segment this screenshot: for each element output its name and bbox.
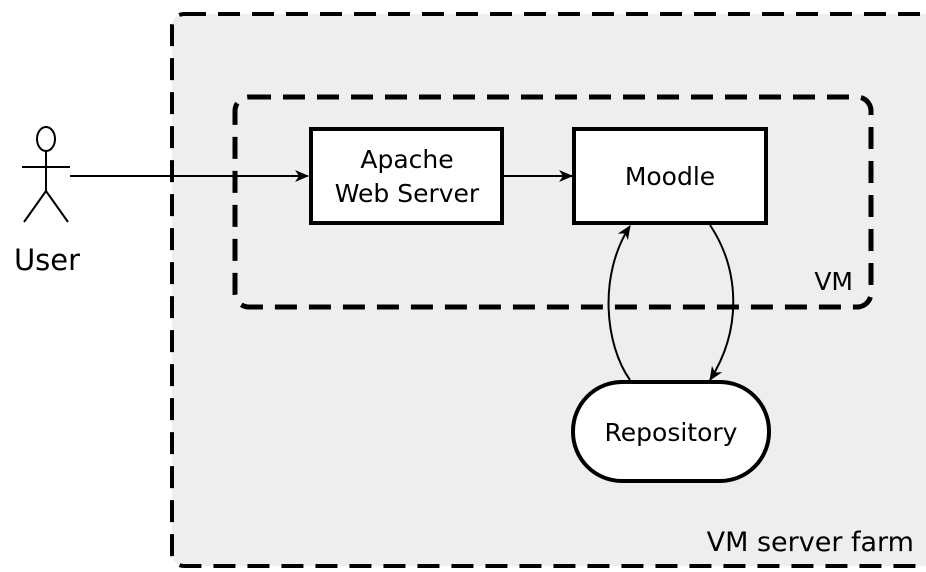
repository-label: Repository: [605, 418, 738, 447]
moodle-to-repository-arrow: [709, 224, 735, 381]
apache-label-line1: Apache: [360, 145, 453, 174]
moodle-label: Moodle: [625, 162, 715, 191]
moodle-node: Moodle: [572, 127, 768, 225]
user-actor: [22, 126, 70, 223]
repository-to-moodle-arrow: [607, 225, 631, 381]
apache-node: Apache Web Server: [309, 127, 504, 225]
server-farm-label: VM server farm: [707, 527, 914, 558]
user-head: [36, 126, 56, 152]
apache-label-line2: Web Server: [335, 179, 480, 208]
user-label: User: [14, 243, 80, 277]
vm-region: VM: [232, 94, 874, 310]
vm-label: VM: [814, 267, 853, 296]
repository-node: Repository: [571, 380, 771, 483]
